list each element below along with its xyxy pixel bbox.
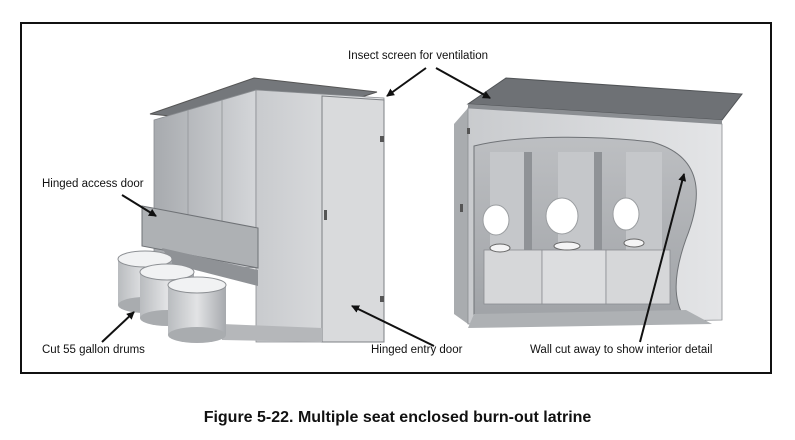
arrow-insect-screen-left [386,67,427,97]
seat-hole-3 [623,238,645,248]
hinged-entry-door-shape [321,95,385,343]
toilet-lid-1 [482,204,510,236]
arrow-cut-drums [101,311,135,343]
seat-hole-2 [553,241,581,251]
label-hinged-entry-door: Hinged entry door [371,344,463,356]
toilet-lid-2 [545,197,579,235]
label-wall-cut-away: Wall cut away to show interior detail [530,344,713,356]
seat-bench-2 [541,249,607,305]
right-roof [466,77,743,121]
label-cut-drums: Cut 55 gallon drums [42,344,145,356]
cut-drums [117,250,227,343]
right-end-wall [454,108,468,324]
label-hinged-access-door: Hinged access door [42,178,144,190]
arrow-wall-cut-away [639,173,687,343]
seat-bench-3 [605,249,671,305]
toilet-lid-3 [612,197,640,231]
leader-arrows [101,67,687,347]
left-latrine-exterior [141,77,385,343]
seat-hole-1 [489,243,511,253]
drum-front [167,276,227,343]
right-floor [468,310,712,328]
hinged-access-door-shape [141,205,259,269]
arrow-hinged-access-door [121,194,157,217]
right-latrine-cutaway [454,77,743,328]
label-insect-screen: Insect screen for ventilation [348,50,488,62]
arrow-hinged-entry-door [351,305,435,347]
figure-caption: Figure 5-22. Multiple seat enclosed burn… [203,409,592,426]
latrine-illustration [101,67,743,347]
seat-bench-1 [483,249,543,305]
arrow-insect-screen-right [435,67,491,99]
figure-frame: Insect screen for ventilation Hinged acc… [20,22,772,374]
left-base-platform [222,324,322,342]
